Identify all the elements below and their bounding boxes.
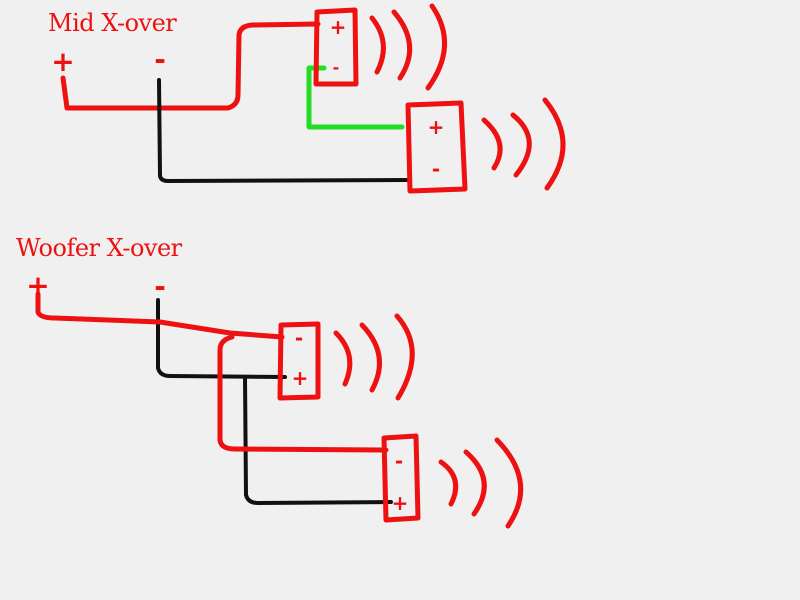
mid-crossover-group bbox=[60, 3, 566, 194]
woofer-speaker-2-top-terminal-label: - bbox=[394, 449, 404, 473]
mid-input-minus-symbol: - bbox=[154, 43, 166, 76]
woofer-speaker-1-top-terminal-label: - bbox=[294, 326, 304, 350]
woofer-speaker-2-terminal bbox=[381, 433, 421, 523]
mid-speaker-2-top-terminal-label: + bbox=[427, 115, 445, 139]
woofer-positive-branch bbox=[217, 334, 389, 453]
mid-speaker-1-wave-2 bbox=[391, 9, 413, 81]
woofer-crossover-group bbox=[35, 291, 524, 529]
woofer-positive-wire bbox=[35, 291, 285, 340]
woofer-speaker-2-wave-3 bbox=[494, 437, 524, 529]
mid-speaker-1-bottom-terminal-label: - bbox=[332, 58, 340, 77]
mid-speaker-2-wave-1 bbox=[481, 117, 503, 171]
woofer-input-plus-symbol: + bbox=[26, 269, 50, 302]
mid-speaker-2-bottom-terminal-label: - bbox=[431, 157, 441, 181]
mid-speaker-2-terminal bbox=[405, 100, 468, 194]
mid-speaker-2-wave-2 bbox=[510, 112, 532, 178]
woofer-speaker-1-bottom-terminal-label: + bbox=[291, 366, 309, 390]
mid-positive-wire bbox=[60, 21, 321, 111]
woofer-speaker-2-bottom-terminal-label: + bbox=[391, 491, 409, 515]
woofer-speaker-2-wave-2 bbox=[463, 449, 487, 517]
mid-speaker-1-wave-3 bbox=[425, 3, 447, 91]
woofer-speaker-2-wave-1 bbox=[438, 459, 459, 507]
woofer-speaker-1-wave-3 bbox=[394, 313, 415, 401]
mid-speaker-1-top-terminal-label: + bbox=[329, 15, 347, 39]
woofer-speaker-1-wave-2 bbox=[359, 322, 382, 393]
mid-speaker-1-terminal bbox=[313, 7, 359, 87]
mid-speaker-2-wave-3 bbox=[542, 97, 566, 191]
woofer-speaker-1-terminal bbox=[277, 321, 321, 401]
woofer-negative-wire bbox=[156, 298, 287, 379]
woofer-speaker-1-wave-1 bbox=[333, 330, 353, 387]
mid-speaker-1-wave-1 bbox=[369, 15, 386, 75]
mid-crossover-title: Mid X-over bbox=[48, 9, 177, 37]
mid-negative-wire bbox=[157, 78, 409, 183]
mid-input-plus-symbol: + bbox=[51, 45, 75, 78]
woofer-negative-branch bbox=[243, 375, 393, 505]
woofer-input-minus-symbol: - bbox=[154, 270, 166, 303]
woofer-crossover-title: Woofer X-over bbox=[16, 234, 182, 262]
